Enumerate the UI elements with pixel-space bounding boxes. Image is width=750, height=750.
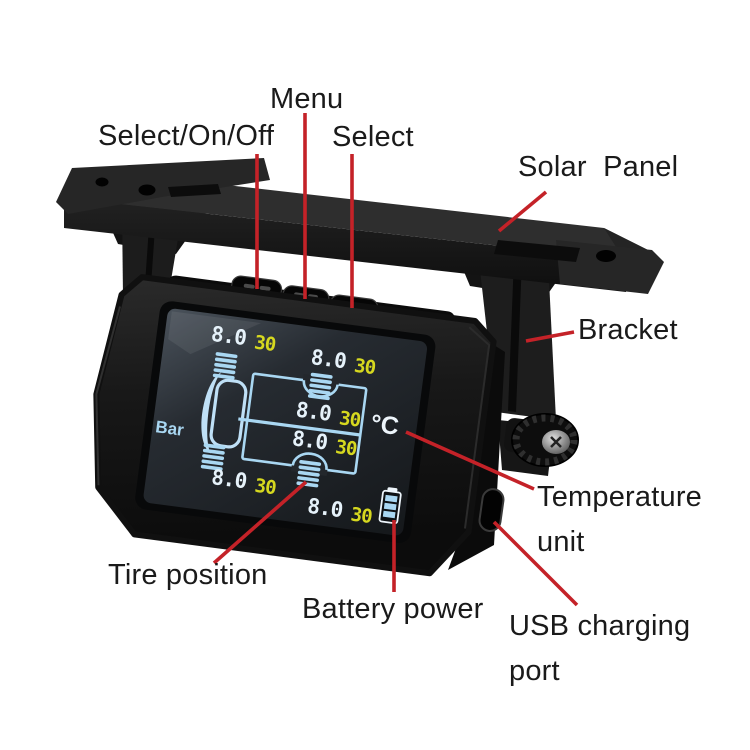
svg-text:30: 30 — [338, 407, 362, 432]
reading-middle-upper: 8.0 30 — [295, 398, 362, 432]
svg-text:30: 30 — [253, 331, 277, 356]
mounting-hole — [138, 184, 156, 196]
solar-panel-left-wing — [56, 158, 270, 214]
notch-arc-bottom — [291, 452, 328, 471]
label-temperature-unit: Temperature unit — [537, 475, 702, 565]
pressure-unit-label: Bar — [154, 417, 185, 440]
leader-bracket — [525, 330, 575, 343]
reading-middle-lower: 8.0 30 — [291, 426, 358, 461]
panel-recess — [494, 240, 580, 262]
svg-text:30: 30 — [353, 355, 377, 380]
leader-lines — [212, 113, 579, 607]
label-bracket: Bracket — [578, 314, 678, 346]
solar-panel-front-face — [64, 198, 628, 292]
label-usb-charging-port-line2: port — [509, 655, 560, 687]
svg-text:8.0: 8.0 — [306, 494, 344, 522]
reading-top-center: 8.0 30 — [309, 345, 377, 380]
reading-top-left: 8.0 30 — [210, 322, 277, 356]
adjustment-knob — [504, 413, 579, 467]
svg-text:8.0: 8.0 — [309, 345, 347, 373]
mounting-hole — [596, 250, 616, 262]
label-solar-panel: Solar Panel — [518, 151, 679, 183]
leader-temperature-unit — [405, 430, 535, 491]
svg-text:30: 30 — [349, 504, 373, 529]
solar-panel-right-wing — [494, 240, 664, 294]
leader-usb-charging-port — [492, 520, 579, 607]
left-facet-highlight — [95, 306, 121, 486]
label-temperature-unit-line1: Temperature — [537, 481, 702, 513]
label-select-on-off: Select/On/Off — [98, 120, 275, 152]
label-battery-power: Battery power — [302, 593, 484, 625]
display-unit: Bar °C 8.0 30 8.0 30 8.0 30 8.0 30 8.0 — [93, 274, 497, 577]
usb-charging-port — [478, 488, 505, 532]
right-facet-highlight — [463, 326, 491, 529]
label-temperature-unit-line2: unit — [537, 526, 585, 558]
knob-screw-slot — [550, 436, 562, 448]
lcd-content: Bar °C 8.0 30 8.0 30 8.0 30 8.0 30 8.0 — [154, 322, 402, 529]
svg-text:8.0: 8.0 — [210, 465, 248, 493]
svg-text:30: 30 — [253, 475, 277, 500]
leader-solar-panel — [497, 190, 548, 233]
label-tire-position: Tire position — [108, 559, 268, 591]
label-menu: Menu — [270, 83, 344, 115]
battery-level-icon — [378, 487, 402, 525]
axle-divider-line — [238, 417, 362, 437]
svg-text:8.0: 8.0 — [295, 398, 333, 426]
solar-panel — [56, 158, 664, 294]
svg-text:8.0: 8.0 — [210, 322, 248, 350]
leader-tire-position — [212, 480, 308, 565]
reading-bottom-center: 8.0 30 — [306, 494, 373, 529]
label-usb-charging-port: USB charging port — [509, 604, 690, 694]
label-select: Select — [332, 121, 414, 153]
svg-text:8.0: 8.0 — [291, 426, 329, 454]
temperature-unit-symbol: °C — [369, 409, 400, 440]
screen-glare — [168, 311, 262, 355]
mounting-hole — [95, 177, 109, 187]
panel-recess — [168, 184, 221, 197]
svg-text:30: 30 — [334, 436, 358, 461]
reading-bottom-left: 8.0 30 — [210, 465, 277, 500]
label-usb-charging-port-line1: USB charging — [509, 610, 691, 642]
